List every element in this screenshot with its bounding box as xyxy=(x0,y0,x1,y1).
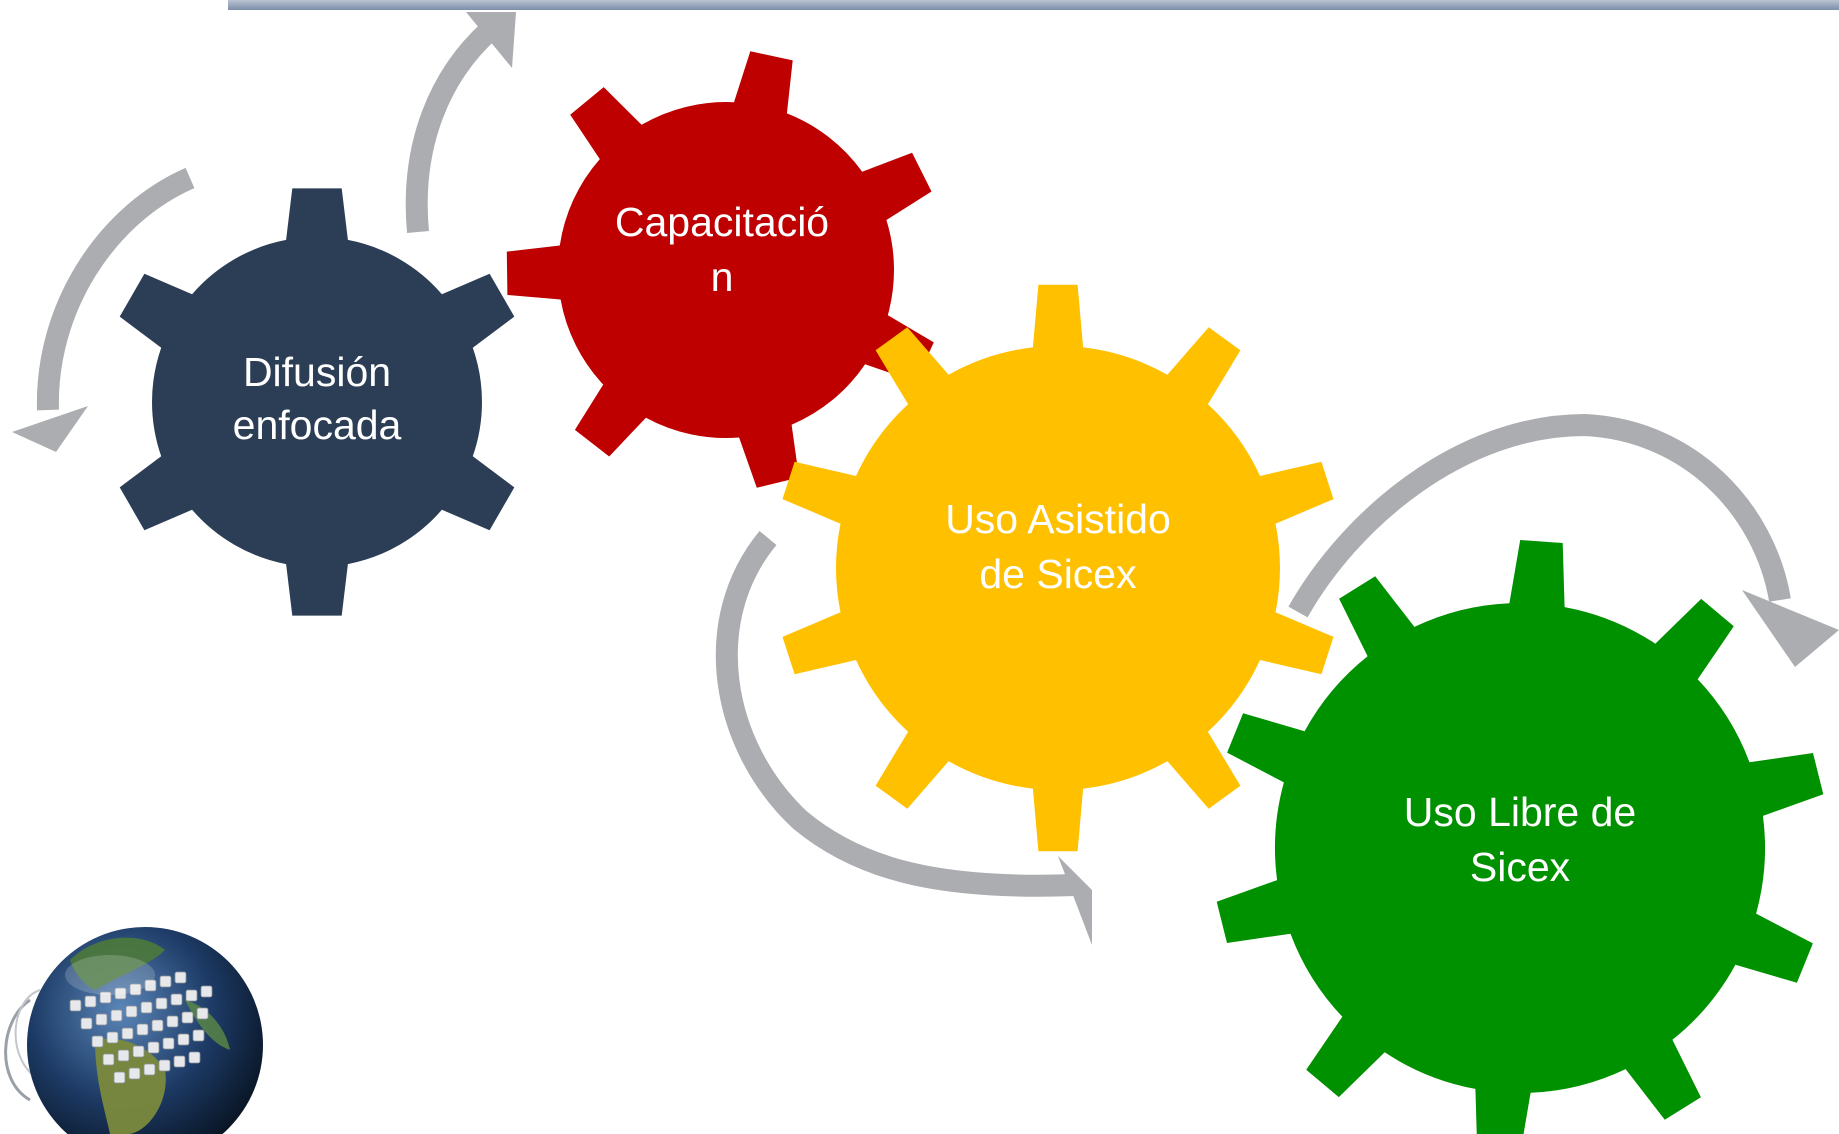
top-rule xyxy=(228,0,1839,10)
keyboard-key xyxy=(121,1027,134,1040)
gear-difusion-label-line2: enfocada xyxy=(233,402,402,448)
gear-difusion-label-line1: Difusión xyxy=(243,349,391,395)
keyboard-key xyxy=(91,1035,104,1048)
arrow-middle-body xyxy=(715,530,1076,897)
arrow-right-body xyxy=(1288,413,1791,618)
gear-capacitacion-label-line2: n xyxy=(711,254,734,300)
gear-uso-asistido-label-line2: de Sicex xyxy=(979,551,1137,597)
keyboard-key xyxy=(106,1031,119,1044)
keyboard-key xyxy=(69,999,82,1012)
keyboard-key xyxy=(125,1005,138,1018)
keyboard-key xyxy=(114,987,127,1000)
gear-uso-libre[interactable]: Uso Libre de Sicex xyxy=(1216,540,1824,1134)
arrow-top-body xyxy=(405,21,498,234)
keyboard-key xyxy=(99,991,112,1004)
gear-capacitacion[interactable]: Capacitació n xyxy=(506,51,934,488)
arrow-middle-head xyxy=(1058,856,1092,945)
keyboard-key xyxy=(158,1059,171,1072)
keyboard-key xyxy=(200,985,213,998)
gear-uso-asistido-label-line1: Uso Asistido xyxy=(945,496,1171,542)
arrow-left-body xyxy=(36,167,195,411)
arrow-top-head xyxy=(466,12,516,68)
keyboard-key xyxy=(129,983,142,996)
keyboard-key xyxy=(128,1067,141,1080)
keyboard-key xyxy=(188,1051,201,1064)
keyboard-key xyxy=(159,975,172,988)
keyboard-key xyxy=(173,1055,186,1068)
arrow-right-head xyxy=(1742,590,1839,667)
keyboard-key xyxy=(117,1049,130,1062)
keyboard-key xyxy=(170,993,183,1006)
keyboard-key xyxy=(140,1001,153,1014)
keyboard-key xyxy=(144,979,157,992)
keyboard-key xyxy=(185,989,198,1002)
gear-difusion[interactable]: Difusión enfocada xyxy=(119,188,515,616)
keyboard-key xyxy=(132,1045,145,1058)
keyboard-key xyxy=(147,1041,160,1054)
keyboard-key xyxy=(84,995,97,1008)
gear-capacitacion-label-line1: Capacitació xyxy=(615,199,829,245)
keyboard-key xyxy=(181,1011,194,1024)
keyboard-key xyxy=(192,1029,205,1042)
keyboard-key xyxy=(166,1015,179,1028)
keyboard-key xyxy=(80,1017,93,1030)
keyboard-key xyxy=(95,1013,108,1026)
cycle-arrows xyxy=(12,12,1839,945)
keyboard-key xyxy=(113,1071,126,1084)
keyboard-key xyxy=(136,1023,149,1036)
keyboard-key xyxy=(174,971,187,984)
keyboard-key xyxy=(102,1053,115,1066)
gear-difusion-shape xyxy=(119,188,515,616)
keyboard-key xyxy=(177,1033,190,1046)
globe-keyboard-icon xyxy=(4,927,263,1134)
keyboard-key xyxy=(196,1007,209,1020)
gear-uso-libre-shape xyxy=(1216,540,1824,1134)
keyboard-key xyxy=(110,1009,123,1022)
gear-uso-asistido[interactable]: Uso Asistido de Sicex xyxy=(782,284,1334,852)
keyboard-key xyxy=(162,1037,175,1050)
gear-uso-asistido-shape xyxy=(782,284,1334,852)
keyboard-key xyxy=(155,997,168,1010)
gear-uso-libre-label-line1: Uso Libre de xyxy=(1404,789,1636,835)
arrow-left-head xyxy=(12,406,88,452)
keyboard-key xyxy=(143,1063,156,1076)
gear-uso-libre-label-line2: Sicex xyxy=(1470,844,1571,890)
keyboard-key xyxy=(151,1019,164,1032)
gear-capacitacion-shape xyxy=(506,51,934,488)
